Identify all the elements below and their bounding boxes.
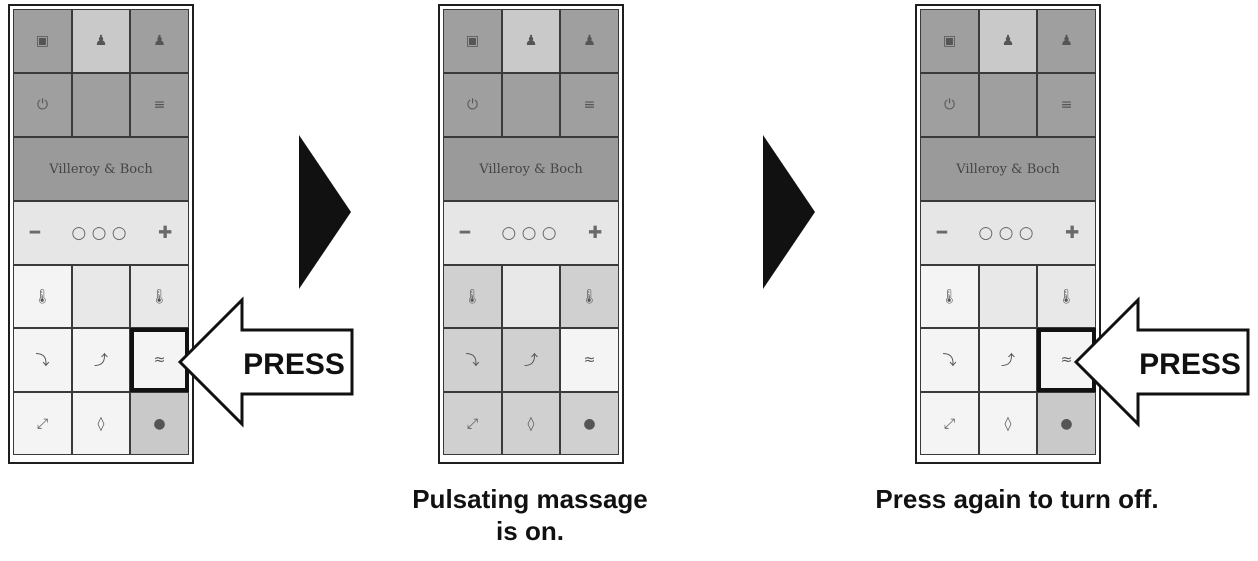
- level-dots: ○ ○ ○: [71, 223, 127, 243]
- press-label: PRESS: [1139, 348, 1241, 381]
- level-dots: ○ ○ ○: [501, 223, 557, 243]
- next-step-arrow-1: [299, 135, 351, 289]
- minus-icon[interactable]: ━: [936, 223, 947, 243]
- level-dots: ○ ○ ○: [978, 223, 1034, 243]
- pulsating-massage-button[interactable]: ≈: [130, 328, 189, 392]
- intensity-control[interactable]: ━ ○ ○ ○ ✚: [920, 201, 1096, 265]
- brand-logo: Villeroy & Boch: [443, 137, 619, 201]
- water-drop-button[interactable]: ◊: [979, 392, 1037, 455]
- oscillating-button[interactable]: ⤴: [979, 328, 1037, 392]
- stop-button[interactable]: ▣: [920, 9, 979, 73]
- power-button[interactable]: ⏻: [920, 73, 979, 137]
- nozzle-extend-button[interactable]: ⤢: [443, 392, 502, 455]
- water-drop-button[interactable]: ◊: [502, 392, 560, 455]
- remote-panel-1: ▣ ♟ ♟ ⏻ ≡ Villeroy & Boch ━ ○ ○ ○ ✚ 🌡 🌡 …: [8, 4, 194, 464]
- blank-button: [979, 265, 1037, 328]
- seat-temp-button[interactable]: 🌡: [560, 265, 619, 328]
- minus-icon[interactable]: ━: [459, 223, 470, 243]
- intensity-control[interactable]: ━ ○ ○ ○ ✚: [13, 201, 189, 265]
- rear-wash-button[interactable]: ♟: [979, 9, 1037, 73]
- power-button[interactable]: ⏻: [13, 73, 72, 137]
- blank-button: [72, 73, 130, 137]
- nozzle-position-button[interactable]: ⤵: [920, 328, 979, 392]
- pulsating-massage-button[interactable]: ≈: [560, 328, 619, 392]
- blank-button: [72, 265, 130, 328]
- press-label: PRESS: [243, 348, 345, 381]
- remote-panel-2: ▣ ♟ ♟ ⏻ ≡ Villeroy & Boch ━ ○ ○ ○ ✚ 🌡 🌡 …: [438, 4, 624, 464]
- water-temp-button[interactable]: 🌡: [443, 265, 502, 328]
- rear-wash-button[interactable]: ♟: [72, 9, 130, 73]
- press-arrow-1: PRESS: [177, 296, 354, 428]
- minus-icon[interactable]: ━: [29, 223, 40, 243]
- user-button[interactable]: ●: [130, 392, 189, 455]
- menu-button[interactable]: ≡: [560, 73, 619, 137]
- menu-button[interactable]: ≡: [130, 73, 189, 137]
- nozzle-extend-button[interactable]: ⤢: [13, 392, 72, 455]
- plus-icon[interactable]: ✚: [588, 223, 603, 243]
- stop-button[interactable]: ▣: [13, 9, 72, 73]
- caption-press-again: Press again to turn off.: [875, 484, 1159, 514]
- oscillating-button[interactable]: ⤴: [72, 328, 130, 392]
- user-button[interactable]: ●: [1037, 392, 1096, 455]
- caption-pulsating-on: Pulsating massage is on.: [412, 484, 648, 546]
- brand-logo: Villeroy & Boch: [920, 137, 1096, 201]
- menu-button[interactable]: ≡: [1037, 73, 1096, 137]
- blank-button: [502, 265, 560, 328]
- remote-panel-3: ▣ ♟ ♟ ⏻ ≡ Villeroy & Boch ━ ○ ○ ○ ✚ 🌡 🌡 …: [915, 4, 1101, 464]
- nozzle-position-button[interactable]: ⤵: [443, 328, 502, 392]
- plus-icon[interactable]: ✚: [158, 223, 173, 243]
- nozzle-position-button[interactable]: ⤵: [13, 328, 72, 392]
- seat-temp-button[interactable]: 🌡: [1037, 265, 1096, 328]
- water-temp-button[interactable]: 🌡: [13, 265, 72, 328]
- blank-button: [979, 73, 1037, 137]
- nozzle-extend-button[interactable]: ⤢: [920, 392, 979, 455]
- front-wash-button[interactable]: ♟: [560, 9, 619, 73]
- oscillating-button[interactable]: ⤴: [502, 328, 560, 392]
- blank-button: [502, 73, 560, 137]
- user-button[interactable]: ●: [560, 392, 619, 455]
- seat-temp-button[interactable]: 🌡: [130, 265, 189, 328]
- front-wash-button[interactable]: ♟: [130, 9, 189, 73]
- press-arrow-2: PRESS: [1073, 296, 1250, 428]
- front-wash-button[interactable]: ♟: [1037, 9, 1096, 73]
- rear-wash-button[interactable]: ♟: [502, 9, 560, 73]
- intensity-control[interactable]: ━ ○ ○ ○ ✚: [443, 201, 619, 265]
- water-temp-button[interactable]: 🌡: [920, 265, 979, 328]
- power-button[interactable]: ⏻: [443, 73, 502, 137]
- water-drop-button[interactable]: ◊: [72, 392, 130, 455]
- plus-icon[interactable]: ✚: [1065, 223, 1080, 243]
- brand-logo: Villeroy & Boch: [13, 137, 189, 201]
- next-step-arrow-2: [763, 135, 815, 289]
- stop-button[interactable]: ▣: [443, 9, 502, 73]
